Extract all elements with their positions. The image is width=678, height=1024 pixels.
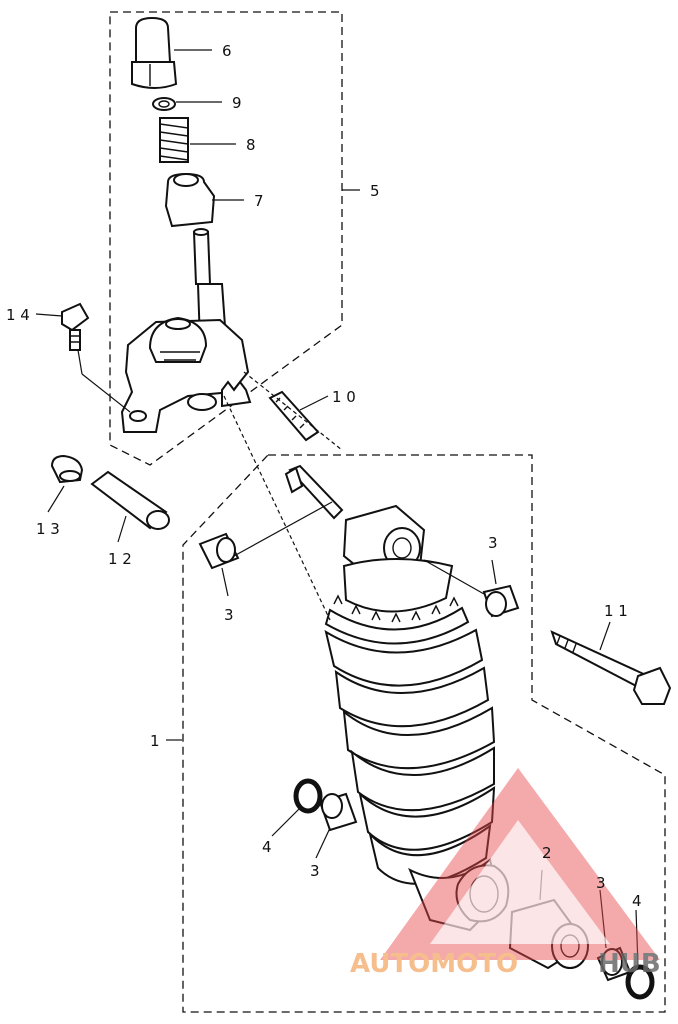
callout-3-a: 3 <box>224 606 234 624</box>
callout-14: 1 4 <box>6 306 30 324</box>
part-collar <box>90 470 170 530</box>
part-dust-cap <box>50 454 84 484</box>
watermark-text-b: HUB <box>598 949 661 979</box>
callout-5: 5 <box>370 182 380 200</box>
callout-2: 2 <box>542 844 552 862</box>
part-washer <box>152 97 176 111</box>
callout-12: 1 2 <box>108 550 132 568</box>
part-oring-1 <box>293 778 323 814</box>
watermark-text-a: AUTOMOTO <box>350 949 518 979</box>
callout-6: 6 <box>222 42 232 60</box>
part-bushing-3 <box>318 792 358 832</box>
part-bushing-2 <box>482 584 520 618</box>
part-bolt-long <box>550 630 672 705</box>
watermark-logo: AUTOMOTO HUB <box>350 768 661 979</box>
callout-11: 1 1 <box>604 602 628 620</box>
part-adjuster-body <box>120 228 252 433</box>
group-outline-shock <box>182 454 666 1013</box>
callout-1: 1 <box>150 732 160 750</box>
callout-4-a: 4 <box>262 838 272 856</box>
callout-3-b: 3 <box>488 534 498 552</box>
callout-9: 9 <box>232 94 242 112</box>
watermark-triangle-inner <box>430 820 610 944</box>
part-cable <box>268 390 320 442</box>
callout-3-c: 3 <box>310 862 320 880</box>
part-knob <box>164 172 216 228</box>
part-oring-2 <box>625 964 655 1000</box>
part-bushing-1 <box>198 532 240 570</box>
part-small-spring <box>159 117 189 163</box>
callout-labels: 6 9 8 7 5 1 4 1 0 1 3 1 2 3 3 1 1 1 4 3 … <box>6 42 642 910</box>
part-cap <box>131 16 178 89</box>
callout-7: 7 <box>254 192 264 210</box>
callout-8: 8 <box>246 136 256 154</box>
callout-3-d: 3 <box>596 874 606 892</box>
part-bolt-small <box>61 302 90 351</box>
callout-13: 1 3 <box>36 520 60 538</box>
callout-10: 1 0 <box>332 388 356 406</box>
callout-4-b: 4 <box>632 892 642 910</box>
